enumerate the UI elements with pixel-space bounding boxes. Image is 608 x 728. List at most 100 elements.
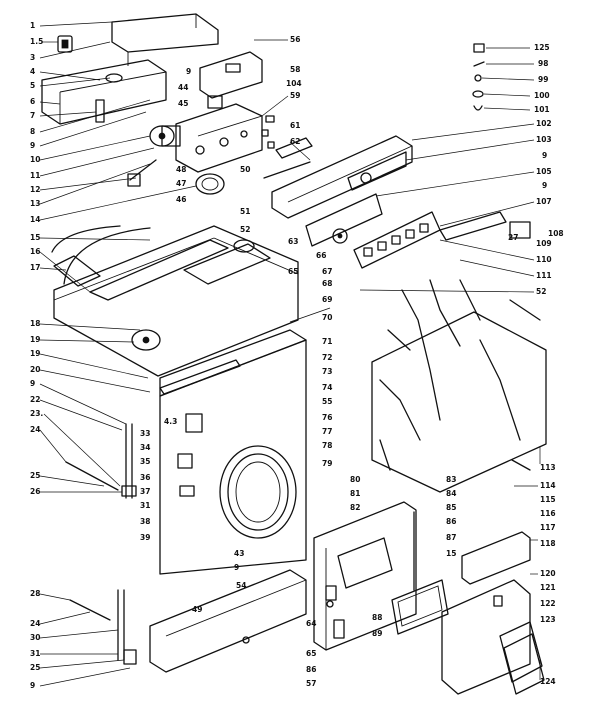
callout-label: 86	[446, 517, 456, 526]
callout-label: 52	[240, 225, 250, 234]
callout-label: 34	[140, 443, 150, 452]
callout-label: 61	[290, 121, 300, 130]
callout-label: 58	[290, 65, 300, 74]
callout-label: 89	[372, 629, 382, 638]
door-ring	[219, 445, 297, 539]
callout-label: 99	[538, 75, 548, 84]
hinge-bracket	[57, 35, 73, 53]
callout-label: 26	[30, 487, 40, 496]
callout-label: 109	[536, 239, 552, 248]
callout-label: 125	[534, 43, 550, 52]
callout-label: 78	[322, 441, 332, 450]
callout-label: 118	[540, 539, 556, 548]
callout-label: 104	[286, 79, 302, 88]
callout-label: 18	[30, 319, 40, 328]
callout-label: 107	[536, 197, 552, 206]
wire-harness	[371, 279, 547, 493]
callout-label: 35	[140, 457, 150, 466]
callout-label: 19	[30, 335, 40, 344]
callout-label: 87	[446, 533, 456, 542]
callout-label: 86	[306, 665, 316, 674]
callout-label: 71	[322, 337, 332, 346]
callout-label: 47	[176, 179, 186, 188]
callout-label: 24	[30, 425, 40, 434]
door-window	[391, 579, 449, 635]
callout-label: 105	[536, 167, 552, 176]
callout-label: 74	[322, 383, 332, 392]
callout-label: 76	[322, 413, 332, 422]
callout-label: 9	[30, 141, 35, 150]
callout-label: 72	[322, 353, 332, 362]
callout-label: 66	[316, 251, 326, 260]
callout-label: 4.3	[164, 417, 177, 426]
switch-bracket	[439, 211, 531, 241]
callout-label: 121	[540, 583, 556, 592]
callout-label: 38	[140, 517, 150, 526]
callout-label: 120	[540, 569, 556, 578]
callout-label: 23.	[30, 409, 43, 418]
callout-label: 54	[236, 581, 246, 590]
door-latch	[325, 585, 345, 639]
kickplate	[149, 569, 307, 673]
callout-label: 70	[322, 313, 332, 322]
callout-label: 14	[30, 215, 40, 224]
callout-label: 37	[140, 487, 150, 496]
timer-panel	[305, 193, 383, 247]
callout-label: 22	[30, 395, 40, 404]
callout-label: 65	[306, 649, 316, 658]
callout-label: 3	[30, 53, 35, 62]
callout-label: 9	[542, 181, 547, 190]
callout-label: 7	[30, 111, 35, 120]
callout-label: 49	[192, 605, 202, 614]
callout-label: 67	[322, 267, 332, 276]
callout-label: 12	[30, 185, 40, 194]
callout-label: 36	[140, 473, 150, 482]
callout-label: 116	[540, 509, 556, 518]
callout-label: 122	[540, 599, 556, 608]
front-panel-left	[159, 329, 307, 575]
callout-label: 69	[322, 295, 332, 304]
callout-label: 98	[538, 59, 548, 68]
callout-label: 15	[446, 549, 456, 558]
door-panel	[313, 501, 417, 651]
callout-label: 1.5	[30, 37, 43, 46]
callout-label: 24	[30, 619, 40, 628]
hinge-strip	[159, 307, 331, 395]
callout-label: 25	[30, 663, 40, 672]
callout-label: 123	[540, 615, 556, 624]
callout-label: 16	[30, 247, 40, 256]
control-bracket	[175, 95, 263, 173]
callout-label: 115	[540, 495, 556, 504]
callout-label: 62	[290, 137, 300, 146]
left-bracket	[65, 423, 137, 499]
callout-label: 19	[30, 349, 40, 358]
callout-label: 9	[30, 681, 35, 690]
callout-label: 30	[30, 633, 40, 642]
dial	[195, 173, 225, 195]
callout-label: 31	[140, 501, 150, 510]
callout-label: 17	[30, 263, 40, 272]
callout-label: 44	[178, 83, 188, 92]
small-fasteners	[261, 115, 313, 179]
callout-label: 102	[536, 119, 552, 128]
callout-label: 88	[372, 613, 382, 622]
callout-label: 100	[534, 91, 550, 100]
callout-label: 9	[234, 563, 239, 572]
callout-label: 59	[290, 91, 300, 100]
callout-label: 56	[290, 35, 300, 44]
callout-label: 124	[540, 677, 556, 686]
callout-label: 84	[446, 489, 456, 498]
lid-arc	[51, 225, 151, 285]
callout-label: 83	[446, 475, 456, 484]
callout-label: 11	[30, 171, 40, 180]
callout-label: 82	[350, 503, 360, 512]
callout-label: 101	[534, 105, 550, 114]
callout-label: 73	[322, 367, 332, 376]
callout-label: 57	[306, 679, 316, 688]
callout-label: 51	[240, 207, 250, 216]
callout-label: 33	[140, 429, 150, 438]
callout-label: 5	[30, 81, 35, 90]
callout-label: 9	[542, 151, 547, 160]
callout-label: 110	[536, 255, 552, 264]
